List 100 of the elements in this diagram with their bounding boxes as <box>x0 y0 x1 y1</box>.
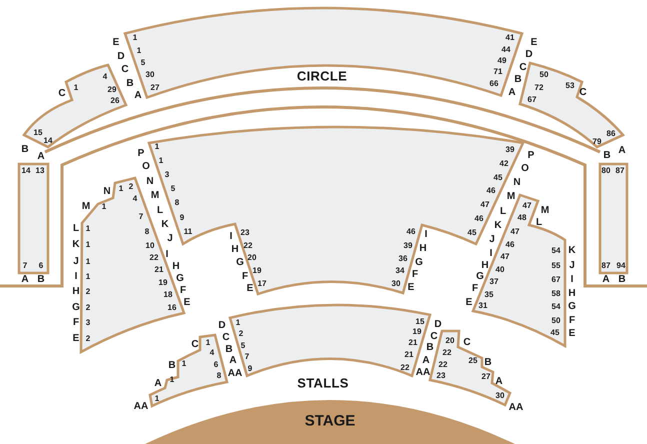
row-letter: B <box>168 361 176 371</box>
seating-block <box>598 162 629 275</box>
seat-number: 3 <box>164 171 170 179</box>
seat-number: 15 <box>34 129 42 137</box>
row-letter: G <box>476 272 484 282</box>
seat-number: 58 <box>552 290 560 298</box>
seat-number: 20 <box>248 254 256 262</box>
seat-number: 16 <box>168 304 176 312</box>
seat-number: 30 <box>392 280 400 288</box>
seat-number: 11 <box>184 228 192 236</box>
seat-number: 25 <box>468 357 478 365</box>
seat-number: 19 <box>252 267 262 275</box>
seat-number: 72 <box>534 84 544 92</box>
row-letter: M <box>150 191 160 201</box>
row-letter: O <box>142 162 150 172</box>
seat-number: 18 <box>164 291 172 299</box>
row-letter: A <box>602 275 610 285</box>
row-letter: F <box>72 318 80 328</box>
seat-number: 71 <box>494 68 502 76</box>
seat-number: 4 <box>102 73 108 81</box>
seat-number: 31 <box>478 302 488 310</box>
seat-number: 55 <box>552 262 560 270</box>
seat-number: 5 <box>240 342 246 350</box>
seat-number: 3 <box>86 319 90 327</box>
seat-number: 54 <box>552 303 560 311</box>
seat-number: 21 <box>404 350 414 359</box>
seat-number: 45 <box>494 174 502 182</box>
row-letter: G <box>176 274 184 284</box>
seat-number: 34 <box>396 267 404 275</box>
seat-number: 7 <box>22 262 28 270</box>
seat-number: 19 <box>412 328 422 336</box>
seat-number: 26 <box>110 97 120 105</box>
row-letter: O <box>521 164 529 174</box>
seat-number: 39 <box>404 242 412 250</box>
row-letter: K <box>161 220 169 230</box>
seat-number: 6 <box>214 361 218 369</box>
seat-number: 37 <box>490 278 498 286</box>
seat-number: 2 <box>86 304 90 312</box>
row-letter: L <box>500 207 506 217</box>
row-letter: H <box>231 245 239 255</box>
row-letter: A <box>508 88 516 98</box>
row-letter: E <box>246 284 254 294</box>
row-letter: F <box>412 270 418 280</box>
row-letter: AA <box>416 368 430 378</box>
seat-number: 7 <box>138 213 144 221</box>
seat-number: 94 <box>616 262 626 270</box>
row-letter: M <box>540 206 550 216</box>
row-letter: B <box>514 75 522 85</box>
row-letter: E <box>112 38 120 48</box>
seat-number: 27 <box>482 373 490 381</box>
row-letter: C <box>463 338 471 348</box>
seat-number: 86 <box>606 130 616 138</box>
seat-number: 20 <box>446 337 454 345</box>
row-letter: C <box>579 88 587 98</box>
seat-number: 21 <box>154 266 164 274</box>
row-letter: C <box>58 89 66 99</box>
seat-number: 8 <box>174 199 180 207</box>
seat-number: 1 <box>86 225 90 233</box>
seat-number: 47 <box>500 253 510 261</box>
row-letter: A <box>154 379 162 389</box>
stage-label: STAGE <box>304 414 356 428</box>
seat-number: 42 <box>500 160 508 168</box>
seat-number: 7 <box>244 352 250 361</box>
row-letter: F <box>568 316 576 326</box>
seat-number: 13 <box>36 167 44 175</box>
seat-number: 22 <box>438 361 448 369</box>
seat-number: 2 <box>86 335 90 343</box>
row-letter: F <box>242 272 248 282</box>
row-letter: K <box>494 221 502 231</box>
seat-number: 47 <box>510 228 520 236</box>
seat-number: 22 <box>442 349 452 357</box>
seat-number: 9 <box>180 214 184 222</box>
seat-number: 14 <box>44 137 52 145</box>
row-letter: A <box>229 356 237 366</box>
row-letter: H <box>72 287 80 297</box>
seat-number: 19 <box>158 279 168 287</box>
row-letter: N <box>513 178 521 188</box>
row-letter: L <box>536 218 542 228</box>
row-letter: I <box>166 250 168 260</box>
seat-number: 23 <box>436 372 446 380</box>
seat-number: 29 <box>108 86 116 94</box>
row-letter: L <box>156 206 164 216</box>
row-letter: G <box>568 302 576 312</box>
row-letter: L <box>72 224 80 234</box>
row-letter: A <box>422 356 430 366</box>
row-letter: N <box>146 177 154 187</box>
seat-number: 87 <box>602 262 610 270</box>
row-letter: J <box>489 235 495 245</box>
seat-number: 22 <box>244 242 252 250</box>
seat-number: 40 <box>496 266 504 274</box>
row-letter: D <box>218 321 226 331</box>
row-letter: A <box>37 152 45 162</box>
row-letter: E <box>408 283 414 293</box>
seat-number: 2 <box>128 183 134 191</box>
row-letter: H <box>568 289 576 299</box>
seat-number: 39 <box>506 146 514 154</box>
row-letter: M <box>506 192 516 202</box>
row-letter: F <box>180 286 186 296</box>
seat-number: 17 <box>258 280 266 288</box>
seat-number: 41 <box>506 34 514 42</box>
